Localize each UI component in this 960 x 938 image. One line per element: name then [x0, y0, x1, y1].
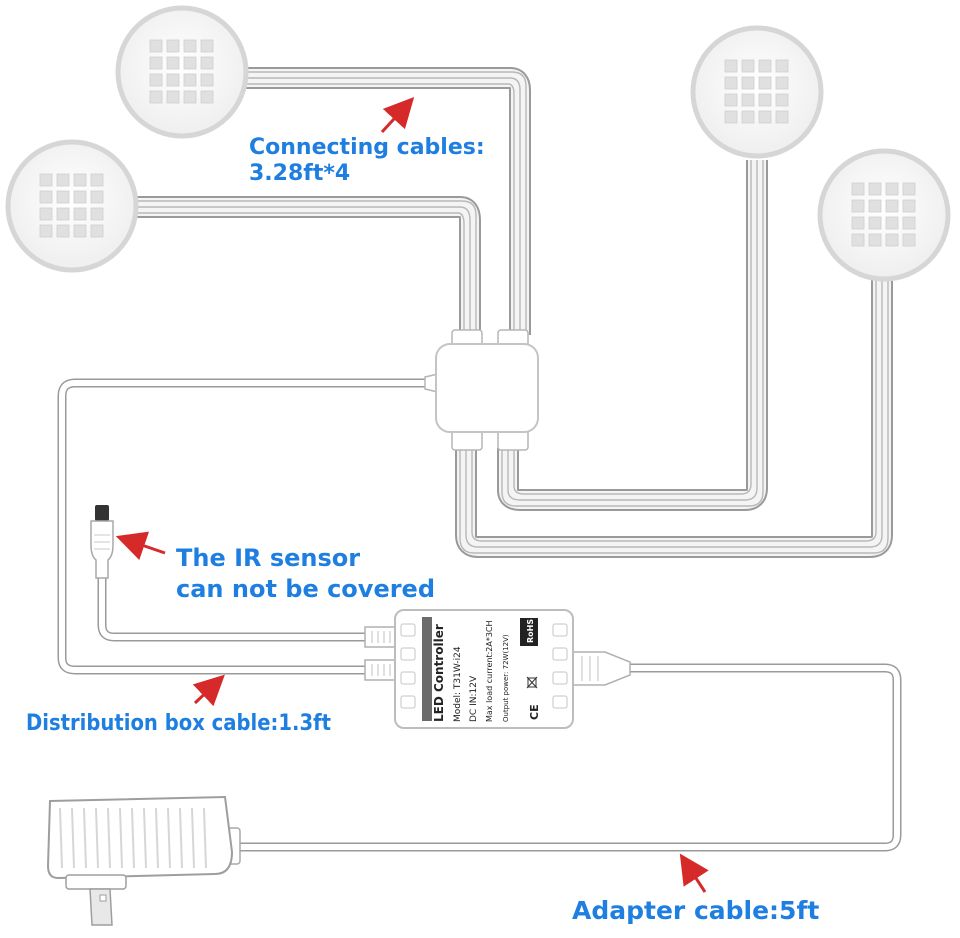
led-grid-icon [851, 182, 916, 247]
led-grid-icon [149, 39, 214, 104]
puck-light-top-left [115, 5, 249, 139]
distribution-box [424, 329, 539, 451]
led-grid-icon [39, 173, 104, 238]
plug-prong [89, 888, 113, 926]
cable-top-left-puck [240, 67, 531, 335]
arrow-connecting-cables [380, 96, 415, 134]
puck-light-right [817, 148, 951, 282]
ir-sensor [90, 505, 114, 579]
cable-adapter [238, 663, 902, 852]
label-connecting-cables-line2: 3.28ft*4 [249, 161, 350, 186]
weee-bin-icon [526, 676, 538, 689]
controller-max-load: Max load current:2A*3CH [485, 620, 494, 722]
ribbon-cables [57, 67, 902, 852]
cable-ir-sensor [97, 575, 380, 642]
power-adapter [46, 795, 241, 926]
ce-mark: CE [528, 704, 541, 720]
puck-light-top-right [690, 25, 824, 159]
led-controller: LED Controller Model: T31W-i24 DC IN:12V… [364, 609, 631, 729]
arrow-distribution-box-cable [192, 674, 225, 707]
controller-dc-in: DC IN:12V [469, 675, 479, 722]
label-ir-sensor-line2: can not be covered [176, 575, 435, 603]
cable-right-puck [455, 280, 893, 558]
cable-mid-left-puck [135, 196, 481, 335]
rohs-mark: RoHS [526, 619, 535, 643]
cable-distribution-box [57, 378, 430, 675]
controller-model: Model: T31W-i24 [453, 646, 463, 722]
controller-title: LED Controller [432, 624, 446, 722]
label-connecting-cables-line1: Connecting cables: [249, 135, 485, 160]
led-grid-icon [724, 59, 789, 124]
ir-sensor-head [95, 505, 109, 521]
pointer-arrows [115, 96, 709, 893]
puck-light-mid-left [5, 139, 139, 273]
controller-output-power: Output power: 72W(12V) [502, 634, 510, 722]
label-distribution-box-cable: Distribution box cable:1.3ft [26, 711, 331, 736]
arrow-ir-sensor [115, 531, 166, 561]
label-ir-sensor-line1: The IR sensor [176, 544, 360, 572]
arrow-adapter-cable [679, 853, 709, 893]
cable-top-right-puck [497, 160, 768, 511]
label-adapter-cable: Adapter cable:5ft [572, 896, 819, 925]
